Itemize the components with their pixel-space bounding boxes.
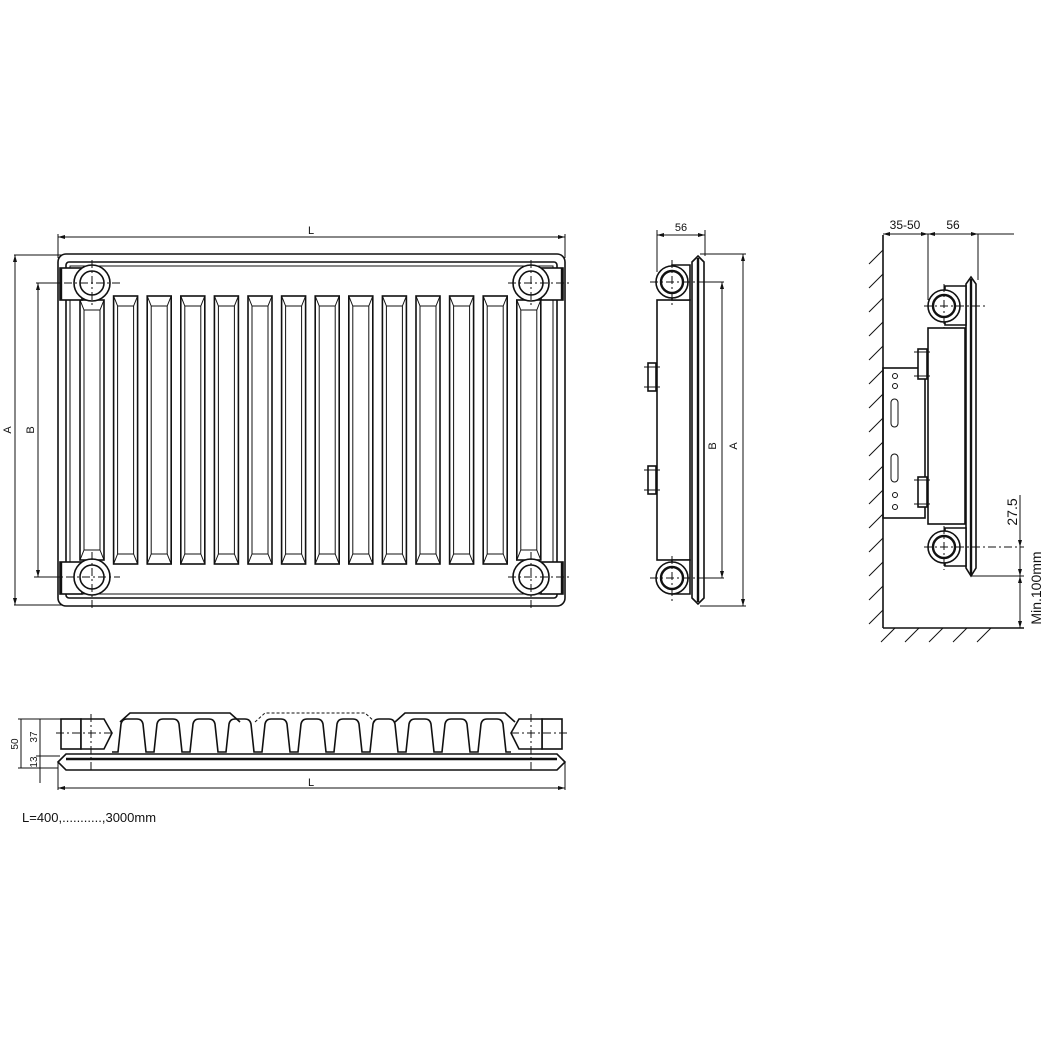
connection-bottom-right (508, 552, 570, 608)
dim-a-side: A (700, 253, 746, 607)
side-view: 56 B (644, 222, 746, 607)
top-view: 50 37 13 L (10, 714, 567, 790)
dim-l-top-label: L (308, 777, 314, 789)
dim-35-50: 35-50 56 (883, 218, 1014, 300)
dim-13-label: 13 (29, 756, 40, 768)
dim-b-side: B (700, 281, 724, 579)
dim-35-50-label: 35-50 (890, 218, 921, 232)
dim-27-5-label: 27.5 (1004, 498, 1020, 525)
dim-top-depth: 50 37 13 (10, 718, 61, 783)
wall-mount-view: 35-50 56 (868, 218, 1044, 643)
dim-50-label: 50 (10, 738, 21, 750)
dim-b-label: B (25, 426, 37, 433)
dim-min-100-label: Min.100mm (1028, 551, 1044, 624)
dim-37-label: 37 (29, 731, 40, 743)
front-view: L A B (2, 225, 570, 608)
dim-56-side-label: 56 (675, 222, 687, 234)
panel-fins (79, 295, 542, 565)
dim-l-label: L (308, 225, 314, 237)
dim-l-top: L (57, 762, 566, 790)
dim-56-side: 56 (656, 222, 706, 272)
dim-l-front: L (57, 225, 566, 258)
dim-a-front: A (2, 254, 62, 606)
dim-b-side-label: B (707, 442, 719, 449)
dim-offset: 27.5 Min.100mm (971, 495, 1044, 628)
length-range-note: L=400,...........,3000mm (22, 810, 156, 825)
connection-top-right (508, 260, 570, 306)
floor-hatching (880, 627, 992, 643)
dim-56-wall-label: 56 (946, 218, 960, 232)
dim-a-label: A (2, 426, 14, 434)
wall-hatching (868, 249, 884, 625)
connection-bottom-left (34, 552, 120, 608)
dim-a-side-label: A (728, 442, 740, 450)
connection-top-left (48, 260, 120, 306)
